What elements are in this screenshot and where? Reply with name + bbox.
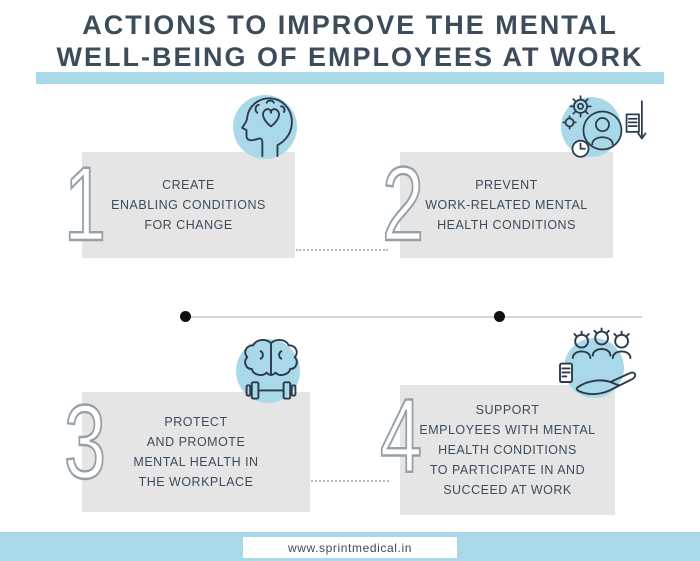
step-2-number: 2 bbox=[381, 145, 425, 264]
step-1-label: CREATE ENABLING CONDITIONS FOR CHANGE bbox=[111, 178, 266, 232]
footer-url: www.sprintmedical.in bbox=[287, 540, 413, 555]
svg-text:2: 2 bbox=[382, 146, 424, 263]
dotted-connector bbox=[296, 249, 388, 251]
team-support-hand-icon bbox=[559, 327, 637, 395]
footer-chip: www.sprintmedical.in bbox=[243, 537, 457, 558]
step-4-number: 4 bbox=[379, 377, 423, 496]
step-2-box: PREVENT WORK-RELATED MENTAL HEALTH CONDI… bbox=[400, 152, 613, 258]
brain-dumbbell-icon bbox=[244, 339, 298, 400]
step-3-box: PROTECT AND PROMOTE MENTAL HEALTH IN THE… bbox=[82, 392, 310, 512]
step-4-label: SUPPORT EMPLOYEES WITH MENTAL HEALTH CON… bbox=[419, 403, 596, 497]
head-brain-heart-icon bbox=[241, 97, 293, 157]
step-1-box: CREATE ENABLING CONDITIONS FOR CHANGE bbox=[82, 152, 295, 258]
dotted-connector bbox=[311, 480, 389, 482]
worker-gears-clock-icon bbox=[562, 95, 647, 158]
page-title: ACTIONS TO IMPROVE THE MENTAL WELL-BEING… bbox=[56, 10, 644, 73]
svg-text:4: 4 bbox=[380, 378, 422, 495]
svg-text:1: 1 bbox=[64, 146, 106, 263]
step-3-number: 3 bbox=[63, 383, 107, 502]
svg-text:3: 3 bbox=[64, 384, 106, 501]
step-1-number: 1 bbox=[63, 145, 107, 264]
timeline-line bbox=[190, 316, 642, 318]
step-3-label: PROTECT AND PROMOTE MENTAL HEALTH IN THE… bbox=[133, 415, 259, 489]
step-2-label: PREVENT WORK-RELATED MENTAL HEALTH CONDI… bbox=[425, 178, 588, 232]
title-underline-bar bbox=[36, 72, 664, 84]
step-4-box: SUPPORT EMPLOYEES WITH MENTAL HEALTH CON… bbox=[400, 385, 615, 515]
timeline-dot bbox=[180, 311, 191, 322]
timeline-dot bbox=[494, 311, 505, 322]
